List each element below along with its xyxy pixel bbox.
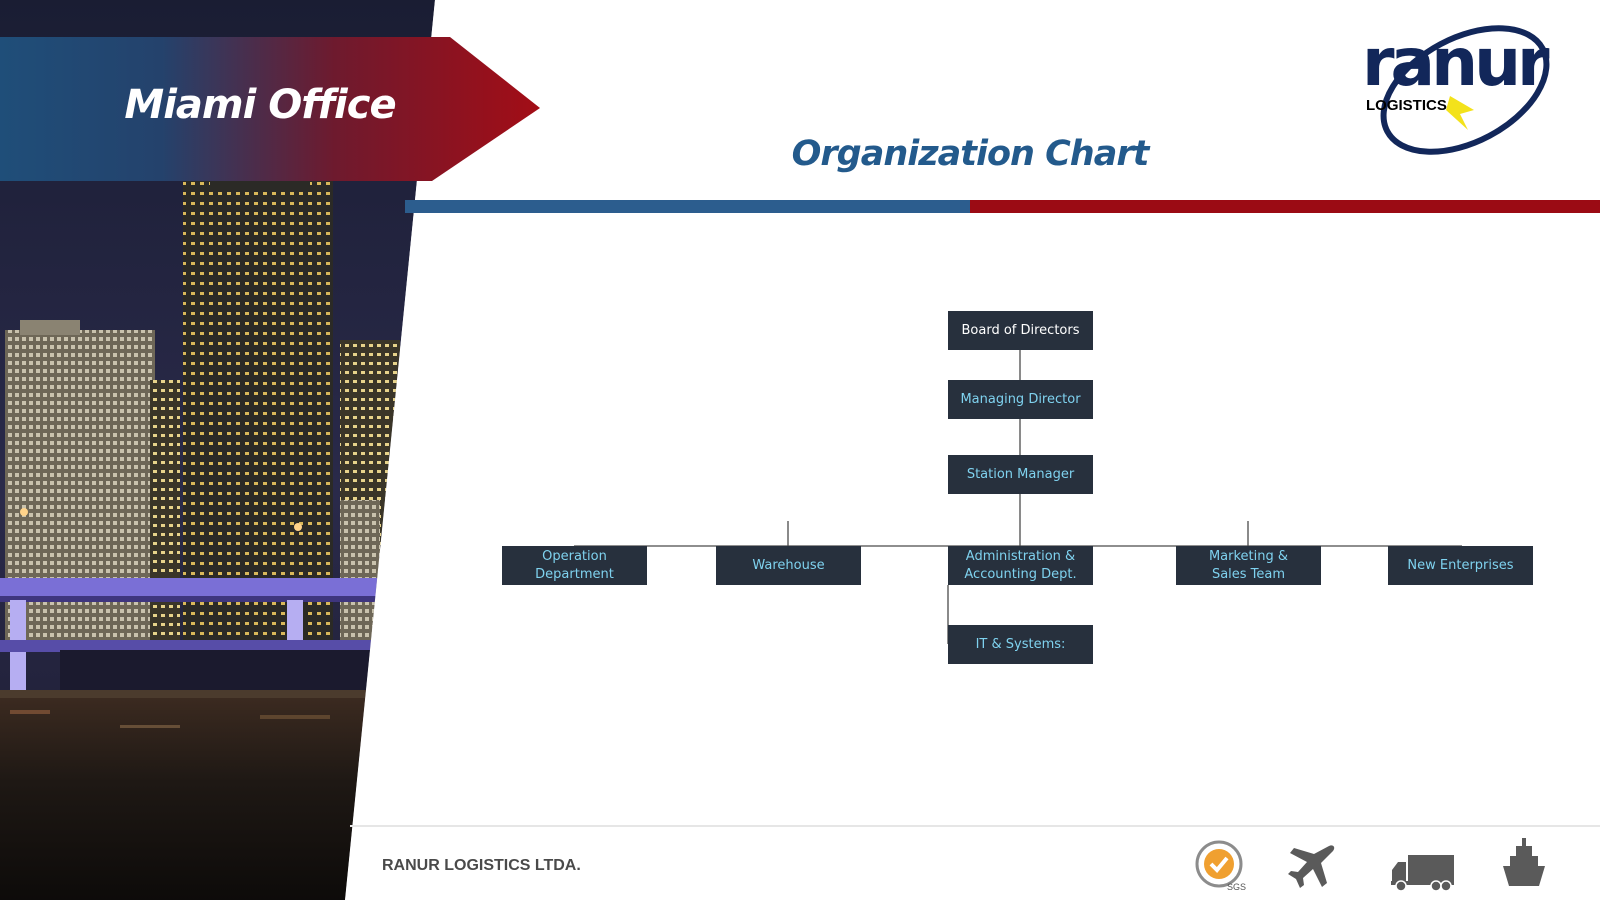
org-node-administration-line1: Administration & [965,548,1076,564]
ship-icon [1503,838,1545,886]
org-node-operation-line1: Operation [542,548,607,564]
org-node-it-systems-label: IT & Systems: [975,636,1066,652]
org-node-marketing-line1: Marketing & [1208,548,1289,564]
page-title: Organization Chart [791,134,1150,174]
office-banner [0,37,540,181]
ranur-logo [1380,25,1550,155]
org-node-warehouse-label: Warehouse [752,557,825,573]
footer-divider [350,825,1600,827]
org-node-warehouse: Warehouse [716,546,861,585]
org-node-board: Board of Directors [948,311,1093,350]
org-node-new-enterprises: New Enterprises [1388,546,1533,585]
org-node-station-manager: Station Manager [948,455,1093,494]
org-node-operation-line2: Department [535,566,614,582]
org-node-marketing: Marketing & Sales Team [1176,546,1321,585]
org-node-administration: Administration & Accounting Dept. [948,546,1093,585]
org-node-new-enterprises-label: New Enterprises [1407,557,1514,573]
org-node-it-systems: IT & Systems: [948,625,1093,664]
logo-wordmark: ranur [1362,24,1550,101]
org-node-station-manager-label: Station Manager [966,466,1075,482]
footer-company-name: RANUR LOGISTICS LTDA. [382,857,581,874]
org-node-managing-director-label: Managing Director [960,391,1081,407]
airplane-icon [1288,845,1335,888]
org-node-administration-line2: Accounting Dept. [964,566,1077,582]
truck-icon [1391,855,1454,892]
title-underline-blue [405,200,970,213]
title-underline-red [970,200,1600,213]
cert-label: SGS [1227,882,1246,892]
logo-subtitle: LOGISTICS [1366,97,1447,114]
org-node-managing-director: Managing Director [948,380,1093,419]
org-node-marketing-line2: Sales Team [1211,566,1286,582]
office-title: Miami Office [124,82,396,128]
org-node-operation: Operation Department [502,546,647,585]
org-node-board-label: Board of Directors [961,322,1080,338]
certification-badge-icon: SGS [1195,840,1246,892]
